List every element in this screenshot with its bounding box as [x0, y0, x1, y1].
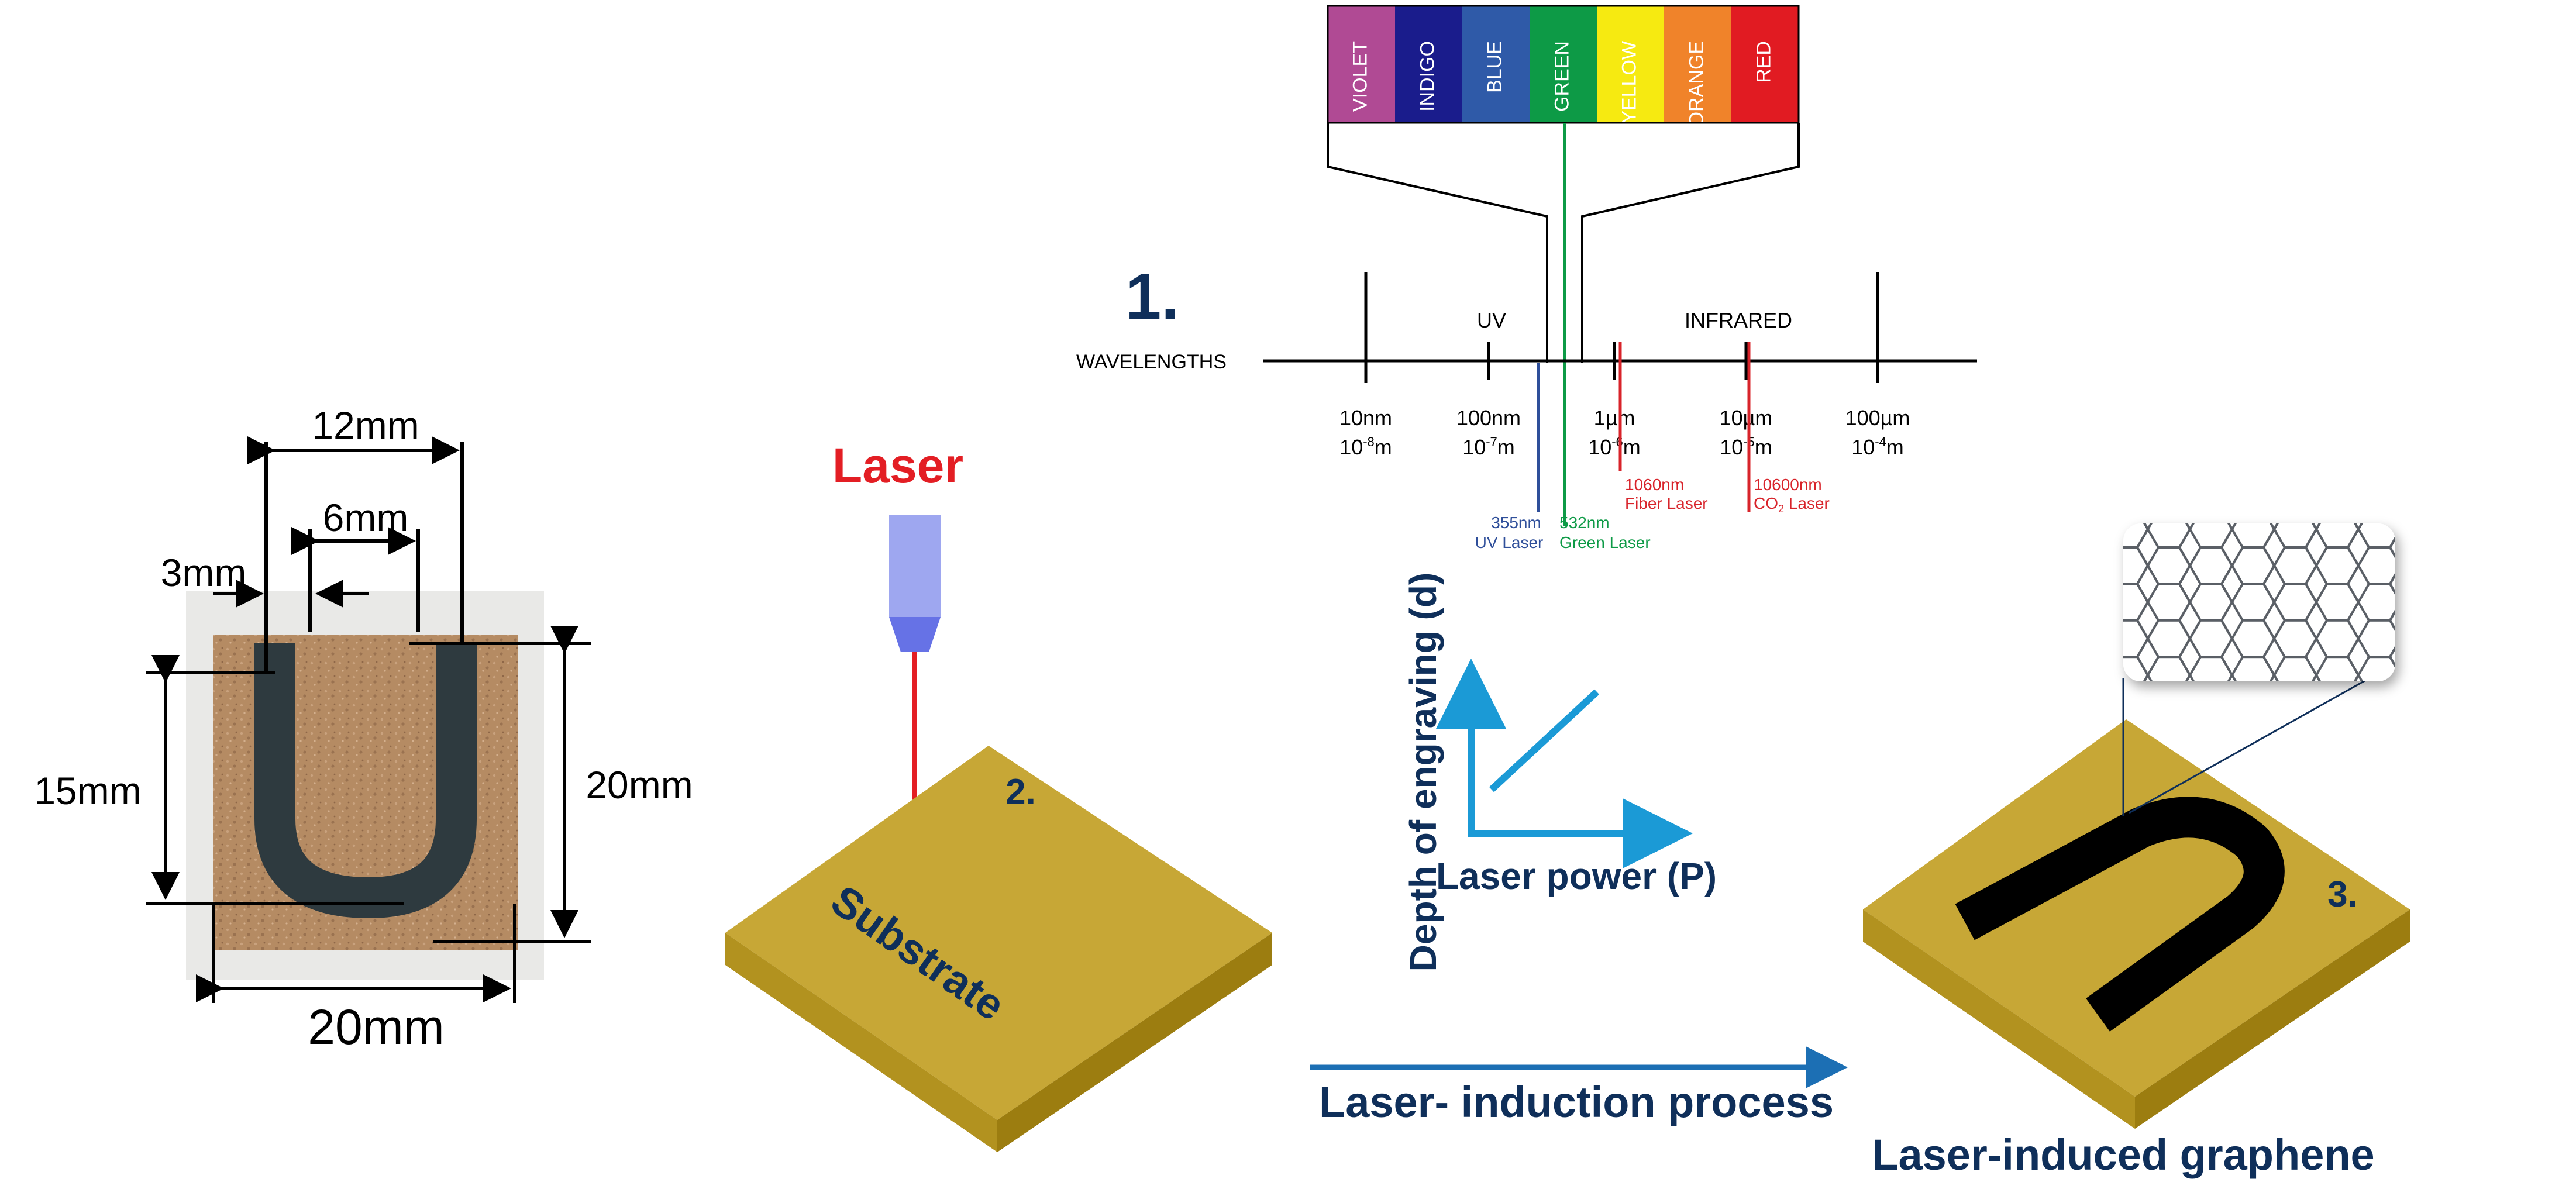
step-number-1: 1.: [1125, 261, 1179, 333]
spectrum-label-yellow: YELLOW: [1618, 41, 1640, 124]
graph-y-label: Depth of engraving (d): [1402, 573, 1444, 972]
tick-label-power: 10-4m: [1851, 435, 1904, 459]
spectrum-bar-red: [1731, 6, 1799, 123]
step3-graphene: 3. Laser-induced graphene: [1863, 523, 2410, 1179]
dim-label-12mm: 12mm: [312, 404, 419, 447]
dim-label-15mm: 15mm: [34, 769, 141, 812]
tick-label-power: 10-5m: [1720, 435, 1772, 459]
laser-head: [889, 515, 941, 617]
substrate-left-face: [725, 933, 997, 1152]
spectrum-bar-yellow: [1597, 6, 1664, 123]
dim-label-6mm: 6mm: [323, 496, 409, 539]
dim-label-20mm-right: 20mm: [586, 763, 693, 806]
callout-line-right: [2129, 677, 2370, 814]
spectrum-bar-indigo: [1395, 6, 1462, 123]
depth-vs-power-graph: Depth of engraving (d) Laser power (P): [1402, 573, 1717, 972]
laser-label: Laser: [832, 438, 963, 493]
graphene-slab-top-face: [1863, 719, 2410, 1097]
substrate-right-face: [997, 933, 1272, 1152]
co2-laser-nm: 10600nm: [1754, 475, 1822, 494]
graph-x-label: Laser power (P): [1436, 855, 1717, 897]
specimen-dimensions: [146, 436, 591, 1003]
visible-spectrum-bars: VIOLET INDIGO BLUE GREEN YELLOW ORANGE RED: [1327, 5, 1800, 127]
process-arrow-group: Laser- induction process: [1310, 1046, 1848, 1126]
green-laser-name: Green Laser: [1559, 533, 1651, 552]
tick-label-main: 10µm: [1720, 406, 1773, 430]
spectrum-label-orange: ORANGE: [1685, 41, 1707, 127]
step-number-2: 2.: [1005, 772, 1036, 812]
dim-label-20mm-bottom: 20mm: [308, 999, 444, 1054]
spectrum-bar-green: [1530, 6, 1597, 123]
graphene-slab-left-face: [1863, 909, 2135, 1129]
wavelengths-label: WAVELENGTHS: [1076, 351, 1227, 373]
laser-nozzle: [889, 617, 941, 652]
spectrum-bar-violet: [1328, 6, 1395, 123]
step-number-3: 3.: [2327, 874, 2358, 915]
tick-label-power: 10-7m: [1462, 435, 1515, 459]
laser-type-labels: 355nm UV Laser 532nm Green Laser 1060nm …: [1475, 475, 1830, 552]
graphene-slab-right-face: [2135, 909, 2410, 1129]
fiber-laser-nm: 1060nm: [1625, 475, 1684, 494]
spectrum-label-red: RED: [1752, 41, 1775, 83]
uv-laser-name: UV Laser: [1475, 533, 1544, 552]
spectrum-bar-blue: [1462, 6, 1530, 123]
spectrum-label-blue: BLUE: [1483, 41, 1506, 93]
graph-trend-line: [1489, 689, 1600, 792]
region-uv-label: UV: [1477, 308, 1506, 332]
spectrum-bar-orange: [1664, 6, 1731, 123]
tick-label-power: 10-8m: [1339, 435, 1392, 459]
specimen-photo: [186, 591, 544, 980]
uv-laser-nm: 355nm: [1491, 513, 1541, 532]
tick-label-main: 100nm: [1456, 406, 1521, 430]
process-label: Laser- induction process: [1319, 1078, 1834, 1126]
tick-label-power: 10-6m: [1588, 435, 1641, 459]
tick-labels: 10nm 10-8m 100nm 10-7m 1µm 10-6m 10µm 10-5m 100µ…: [1339, 406, 1910, 459]
axis-ticks: [1364, 272, 1879, 383]
spectrum-label-violet: VIOLET: [1349, 41, 1371, 112]
substrate-top-face: [725, 746, 1272, 1120]
tick-label-main: 100µm: [1845, 406, 1910, 430]
fiber-laser-name: Fiber Laser: [1625, 494, 1708, 512]
step2-laser-substrate: Laser 2. Substrate: [725, 438, 1272, 1152]
spectrum-label-green: GREEN: [1551, 41, 1573, 112]
graphene-label: Laser-induced graphene: [1872, 1130, 2374, 1179]
region-infrared-label: INFRARED: [1685, 308, 1792, 332]
co2-laser-name: CO2 Laser: [1754, 494, 1830, 515]
graphene-u-pattern: [1955, 797, 2285, 1032]
green-laser-nm: 532nm: [1559, 513, 1610, 532]
specimen-dimension-labels: 12mm 6mm 3mm 15mm 20mm 20mm: [34, 404, 693, 1054]
tick-label-main: 10nm: [1339, 406, 1392, 430]
spectrum-funnel: [1327, 123, 1800, 363]
spectrum-label-indigo: INDIGO: [1416, 41, 1438, 112]
u-shaped-graphene-trace: [254, 643, 477, 919]
dim-label-3mm: 3mm: [161, 551, 247, 594]
graphene-lattice-inset: [2123, 523, 2395, 681]
tick-label-main: 1µm: [1594, 406, 1635, 430]
